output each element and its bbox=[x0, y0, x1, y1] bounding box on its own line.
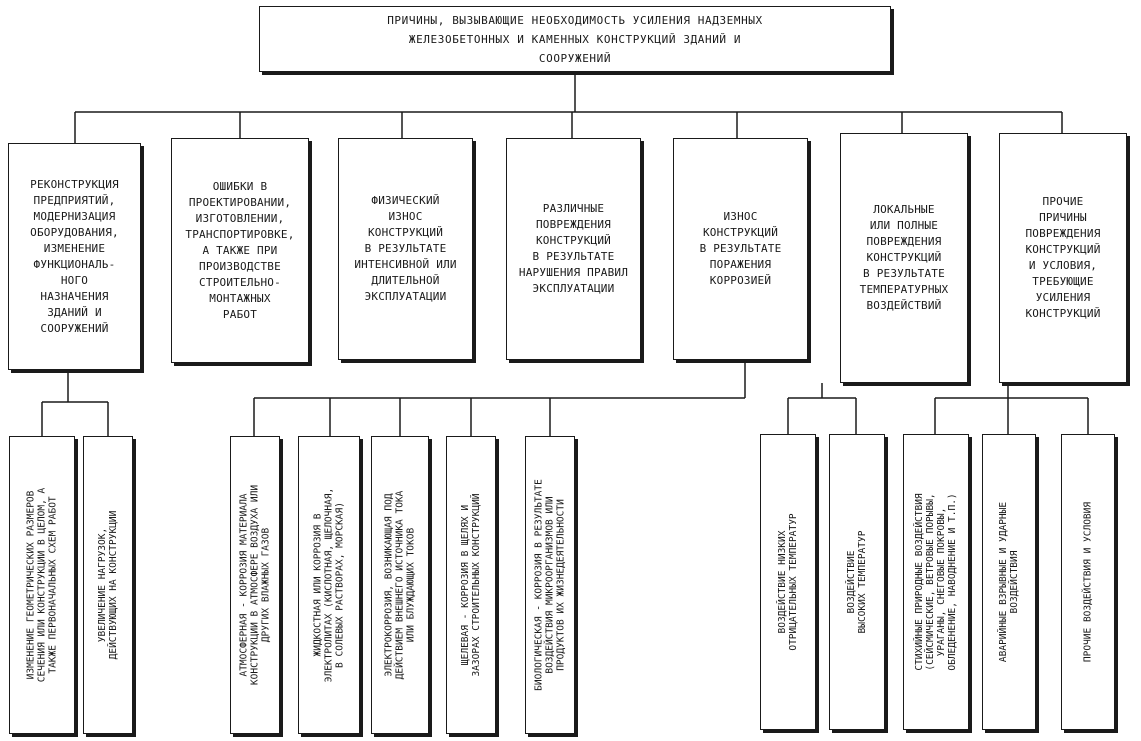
corrosion-box-liquid: ЖИДКОСТНАЯ ИЛИ КОРРОЗИЯ В ЭЛЕКТРОЛИТАХ (… bbox=[298, 436, 360, 734]
cause-label: ФИЗИЧЕСКИЙ ИЗНОС КОНСТРУКЦИЙ В РЕЗУЛЬТАТ… bbox=[354, 194, 457, 303]
cause-box-reconstruction: РЕКОНСТРУКЦИЯ ПРЕДПРИЯТИЙ, МОДЕРНИЗАЦИЯ … bbox=[8, 143, 141, 370]
corrosion-box-crevice: ЩЕЛЕВАЯ - КОРРОЗИЯ В ЩЕЛЯХ И ЗАЗОРАХ СТР… bbox=[446, 436, 496, 734]
detail-box-load-increase: УВЕЛИЧЕНИЕ НАГРУЗОК, ДЕЙСТВУЮЩИХ НА КОНС… bbox=[83, 436, 133, 734]
root-label: ПРИЧИНЫ, ВЫЗЫВАЮЩИЕ НЕОБХОДИМОСТЬ УСИЛЕН… bbox=[387, 13, 763, 65]
cause-label: РЕКОНСТРУКЦИЯ ПРЕДПРИЯТИЙ, МОДЕРНИЗАЦИЯ … bbox=[30, 177, 119, 335]
corrosion-box-biological: БИОЛОГИЧЕСКАЯ - КОРРОЗИЯ В РЕЗУЛЬТАТЕ ВО… bbox=[525, 436, 575, 734]
temperature-label: ВОЗДЕЙСТВИЕ НИЗКИХ ОТРИЦАТЕЛЬНЫХ ТЕМПЕРА… bbox=[777, 513, 799, 651]
detail-label: ИЗМЕНЕНИЕ ГЕОМЕТРИЧЕСКИХ РАЗМЕРОВ СЕЧЕНИ… bbox=[25, 487, 59, 683]
other-box-accidental: АВАРИЙНЫЕ ВЗРЫВНЫЕ И УДАРНЫЕ ВОЗДЕЙСТВИЯ bbox=[982, 434, 1036, 730]
temperature-box-low: ВОЗДЕЙСТВИЕ НИЗКИХ ОТРИЦАТЕЛЬНЫХ ТЕМПЕРА… bbox=[760, 434, 816, 730]
corrosion-label: АТМОСФЕРНАЯ - КОРРОЗИЯ МАТЕРИАЛА КОНСТРУ… bbox=[238, 484, 272, 686]
other-box-misc: ПРОЧИЕ ВОЗДЕЙСТВИЯ И УСЛОВИЯ bbox=[1061, 434, 1115, 730]
cause-box-other: ПРОЧИЕ ПРИЧИНЫ ПОВРЕЖДЕНИЯ КОНСТРУКЦИЙ И… bbox=[999, 133, 1127, 383]
cause-label: ЛОКАЛЬНЫЕ ИЛИ ПОЛНЫЕ ПОВРЕЖДЕНИЯ КОНСТРУ… bbox=[859, 203, 949, 312]
detail-box-geometry-change: ИЗМЕНЕНИЕ ГЕОМЕТРИЧЕСКИХ РАЗМЕРОВ СЕЧЕНИ… bbox=[9, 436, 75, 734]
corrosion-label: ЖИДКОСТНАЯ ИЛИ КОРРОЗИЯ В ЭЛЕКТРОЛИТАХ (… bbox=[312, 487, 346, 683]
other-label: ПРОЧИЕ ВОЗДЕЙСТВИЯ И УСЛОВИЯ bbox=[1082, 501, 1094, 663]
cause-box-corrosion: ИЗНОС КОНСТРУКЦИЙ В РЕЗУЛЬТАТЕ ПОРАЖЕНИЯ… bbox=[673, 138, 808, 360]
cause-label: ПРОЧИЕ ПРИЧИНЫ ПОВРЕЖДЕНИЯ КОНСТРУКЦИЙ И… bbox=[1025, 195, 1101, 320]
corrosion-box-electro: ЭЛЕКТРОКОРРОЗИЯ, ВОЗНИКАЮЩАЯ ПОД ДЕЙСТВИ… bbox=[371, 436, 429, 734]
corrosion-label: БИОЛОГИЧЕСКАЯ - КОРРОЗИЯ В РЕЗУЛЬТАТЕ ВО… bbox=[533, 479, 567, 691]
cause-box-physical-wear: ФИЗИЧЕСКИЙ ИЗНОС КОНСТРУКЦИЙ В РЕЗУЛЬТАТ… bbox=[338, 138, 473, 360]
other-label: АВАРИЙНЫЕ ВЗРЫВНЫЕ И УДАРНЫЕ ВОЗДЕЙСТВИЯ bbox=[998, 501, 1020, 663]
cause-box-temperature: ЛОКАЛЬНЫЕ ИЛИ ПОЛНЫЕ ПОВРЕЖДЕНИЯ КОНСТРУ… bbox=[840, 133, 968, 383]
cause-box-errors: ОШИБКИ В ПРОЕКТИРОВАНИИ, ИЗГОТОВЛЕНИИ, Т… bbox=[171, 138, 309, 363]
root-box: ПРИЧИНЫ, ВЫЗЫВАЮЩИЕ НЕОБХОДИМОСТЬ УСИЛЕН… bbox=[259, 6, 891, 72]
other-label: СТИХИЙНЫЕ ПРИРОДНЫЕ ВОЗДЕЙСТВИЯ (СЕЙСМИЧ… bbox=[914, 493, 958, 671]
corrosion-box-atmospheric: АТМОСФЕРНАЯ - КОРРОЗИЯ МАТЕРИАЛА КОНСТРУ… bbox=[230, 436, 280, 734]
corrosion-label: ЩЕЛЕВАЯ - КОРРОЗИЯ В ЩЕЛЯХ И ЗАЗОРАХ СТР… bbox=[460, 493, 482, 677]
other-box-natural: СТИХИЙНЫЕ ПРИРОДНЫЕ ВОЗДЕЙСТВИЯ (СЕЙСМИЧ… bbox=[903, 434, 969, 730]
cause-label: ОШИБКИ В ПРОЕКТИРОВАНИИ, ИЗГОТОВЛЕНИИ, Т… bbox=[185, 179, 295, 321]
cause-box-operation-damage: РАЗЛИЧНЫЕ ПОВРЕЖДЕНИЯ КОНСТРУКЦИЙ В РЕЗУ… bbox=[506, 138, 641, 360]
detail-label: УВЕЛИЧЕНИЕ НАГРУЗОК, ДЕЙСТВУЮЩИХ НА КОНС… bbox=[97, 510, 119, 660]
cause-label: РАЗЛИЧНЫЕ ПОВРЕЖДЕНИЯ КОНСТРУКЦИЙ В РЕЗУ… bbox=[518, 202, 629, 295]
cause-label: ИЗНОС КОНСТРУКЦИЙ В РЕЗУЛЬТАТЕ ПОРАЖЕНИЯ… bbox=[699, 210, 782, 287]
temperature-label: ВОЗДЕЙСТВИЕ ВЫСОКИХ ТЕМПЕРАТУР bbox=[846, 530, 868, 634]
corrosion-label: ЭЛЕКТРОКОРРОЗИЯ, ВОЗНИКАЮЩАЯ ПОД ДЕЙСТВИ… bbox=[383, 490, 417, 680]
temperature-box-high: ВОЗДЕЙСТВИЕ ВЫСОКИХ ТЕМПЕРАТУР bbox=[829, 434, 885, 730]
